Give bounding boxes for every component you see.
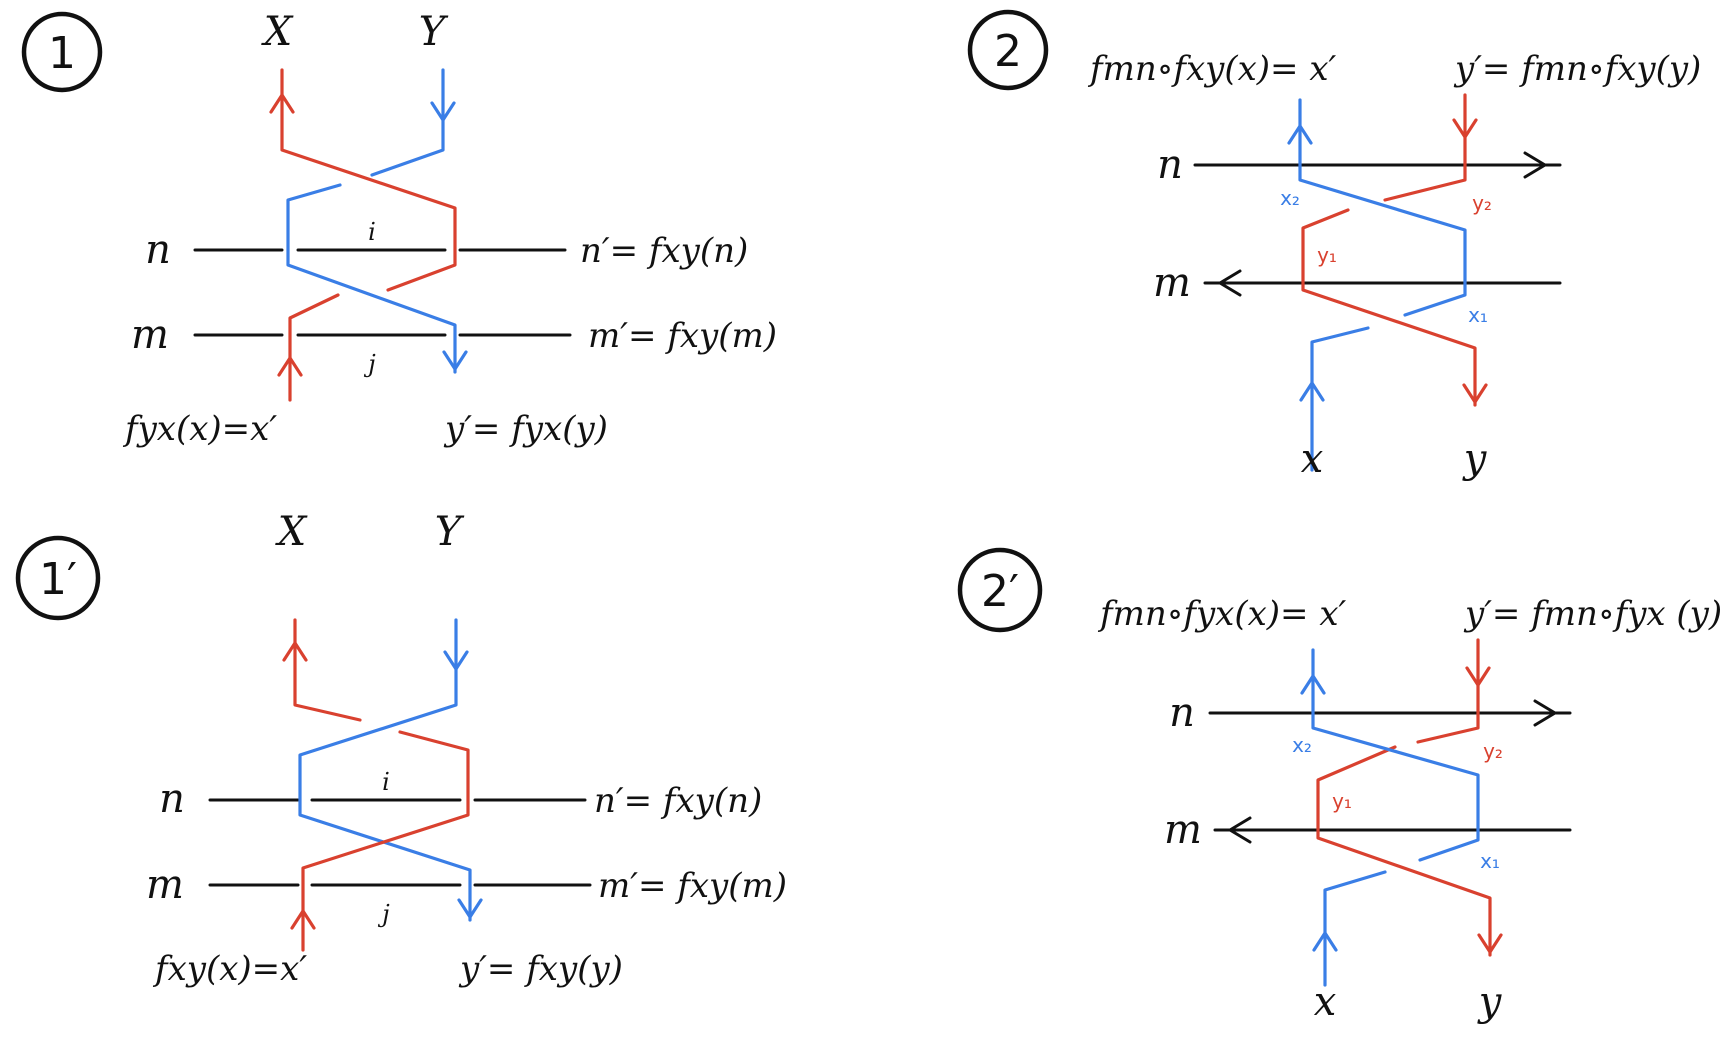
- arrow-down-icon: [442, 350, 468, 371]
- blue-strand: [298, 618, 472, 922]
- line-n-label: n: [145, 227, 171, 273]
- red-strand-lower: [1316, 745, 1492, 957]
- label-x2: x₂: [1280, 186, 1300, 210]
- arrow-up-icon: [1312, 931, 1338, 952]
- blue-strand-lower: [1310, 326, 1370, 472]
- red-strand-lower: [301, 730, 470, 952]
- line-n-label: n: [1169, 690, 1195, 736]
- inner-label-j: j: [363, 350, 376, 378]
- badge-label-1: 1: [48, 28, 76, 79]
- badge-label-2-prime: 2′: [981, 566, 1019, 617]
- arrow-up-icon: [269, 93, 295, 114]
- top-label-y: Y: [435, 509, 465, 555]
- top-label-y-prime: y′= fmn∘fyx (y): [1463, 594, 1720, 634]
- panel-2: 2 fmn∘fxy(x)= x′ y′= fmn∘fxy(y) n m x₂ y…: [967, 9, 1701, 482]
- badge-circle-1: [21, 11, 103, 93]
- right-label-m-prime: m′= fxy(m): [588, 316, 777, 356]
- blue-strand-upper: [1298, 98, 1467, 317]
- arrow-up-icon: [1299, 381, 1325, 402]
- panel-2-prime: 2′ fmn∘fyx(x)= x′ y′= fmn∘fyx (y) n m x₂…: [957, 547, 1720, 1025]
- arrow-right-icon: [1533, 699, 1557, 727]
- label-y2: y₂: [1483, 739, 1503, 763]
- line-m-label: m: [1164, 807, 1202, 853]
- bottom-label-y-prime: y′= fyx(y): [443, 409, 608, 449]
- bottom-label-x-prime: fyx(x)=x′: [122, 409, 277, 449]
- red-strand-upper: [1416, 638, 1480, 744]
- arrow-down-icon: [443, 650, 469, 671]
- top-label-y-prime: y′= fmn∘fxy(y): [1453, 49, 1701, 89]
- blue-strand-upper: [370, 68, 445, 177]
- badge-label-1-prime: 1′: [39, 554, 77, 605]
- bottom-label-x-prime: fxy(x)=x′: [152, 949, 307, 989]
- badge-circle-2-prime: [957, 547, 1043, 633]
- arrow-down-icon: [1462, 383, 1488, 404]
- line-n-label: n: [159, 776, 185, 822]
- bottom-label-y: y: [1477, 979, 1503, 1025]
- label-x1: x₁: [1468, 303, 1488, 327]
- panel-1-prime: 1′ X Y n m i j n′= fxy(n) m′= fxy(m) fxy…: [15, 509, 787, 989]
- red-strand-upper: [1383, 93, 1467, 202]
- right-label-n-prime: n′= fxy(n): [594, 781, 762, 821]
- top-label-x: X: [261, 9, 294, 55]
- bottom-label-y-prime: y′= fxy(y): [458, 949, 623, 989]
- arrow-down-icon: [430, 101, 456, 122]
- badge-circle-1-prime: [15, 535, 101, 621]
- panel-1: 1 X Y n m i j n′= fxy(n) m′= fxy(m) fyx(…: [21, 9, 777, 449]
- arrow-left-icon: [1218, 269, 1242, 297]
- arrow-up-icon: [1287, 124, 1313, 145]
- inner-label-j: j: [377, 900, 390, 928]
- arrow-up-icon: [1300, 674, 1326, 695]
- blue-strand-lower: [1323, 870, 1387, 987]
- arrow-up-icon: [282, 641, 308, 662]
- red-strand-upper: [293, 618, 362, 722]
- inner-label-i: i: [382, 768, 390, 796]
- arrow-left-icon: [1228, 816, 1252, 844]
- line-m-label: m: [131, 312, 169, 358]
- bottom-label-x: x: [1314, 979, 1337, 1025]
- line-m-label: m: [146, 862, 184, 908]
- line-n-label: n: [1157, 142, 1183, 188]
- inner-label-i: i: [368, 218, 376, 246]
- label-y2: y₂: [1472, 191, 1492, 215]
- arrow-down-icon: [1465, 666, 1491, 687]
- top-label-x-prime: fmn∘fxy(x)= x′: [1087, 49, 1337, 89]
- arrow-up-icon: [290, 909, 316, 930]
- label-x1: x₁: [1480, 849, 1500, 873]
- arrow-down-icon: [1452, 118, 1478, 139]
- badge-label-2: 2: [994, 26, 1022, 77]
- blue-strand-lower: [286, 183, 457, 374]
- arrow-down-icon: [457, 898, 483, 919]
- line-m-label: m: [1153, 260, 1191, 306]
- arrow-up-icon: [277, 356, 303, 377]
- bottom-label-x: x: [1301, 436, 1324, 482]
- right-label-n-prime: n′= fxy(n): [580, 231, 748, 271]
- bottom-label-y: y: [1462, 436, 1488, 482]
- top-label-y: Y: [419, 9, 449, 55]
- arrow-right-icon: [1523, 151, 1547, 179]
- red-strand-lower: [1301, 208, 1477, 407]
- blue-strand-upper: [1311, 648, 1480, 862]
- right-label-m-prime: m′= fxy(m): [598, 866, 787, 906]
- top-label-x: X: [275, 509, 308, 555]
- red-strand-lower: [288, 293, 340, 402]
- label-y1: y₁: [1317, 243, 1337, 267]
- arrow-down-icon: [1477, 933, 1503, 954]
- badge-circle-2: [967, 9, 1049, 91]
- label-x2: x₂: [1292, 733, 1312, 757]
- red-strand-upper: [280, 68, 457, 292]
- label-y1: y₁: [1332, 789, 1352, 813]
- top-label-x-prime: fmn∘fyx(x)= x′: [1097, 594, 1347, 634]
